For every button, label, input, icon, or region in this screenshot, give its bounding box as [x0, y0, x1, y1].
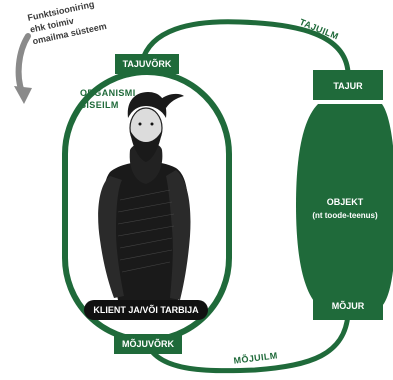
organismi-label-line2: SISEILM — [80, 100, 119, 110]
function-circle-note: Funktsiooniring ehk toimiv omailma süste… — [27, 0, 108, 46]
tajuvork-box — [115, 54, 179, 74]
mojuvork-label: MÕJUVÕRK — [122, 339, 175, 349]
tajur-box — [313, 70, 383, 100]
objekt-sublabel: (nt toode-teenus) — [312, 211, 378, 220]
mojuilm-label: MÕJUILM — [233, 350, 278, 365]
klient-pill — [84, 300, 208, 320]
tajur-label: TAJUR — [333, 81, 363, 91]
bearded-man-illustration — [98, 92, 191, 300]
mojuvork-box — [114, 334, 182, 354]
tajuvork-label: TAJUVÕRK — [123, 59, 172, 69]
objekt-label: OBJEKT — [327, 197, 364, 207]
mojur-box — [313, 290, 383, 320]
organismi-label-line1: ORGANISMI — [80, 88, 136, 98]
klient-label: KLIENT JA/VÕI TARBIJA — [93, 305, 199, 315]
curved-down-arrow-icon — [14, 33, 32, 104]
mojur-label: MÕJUR — [332, 301, 365, 311]
object-shape — [296, 104, 393, 306]
tajuilm-loop-line — [139, 19, 351, 73]
mojuilm-loop-line — [145, 313, 351, 374]
